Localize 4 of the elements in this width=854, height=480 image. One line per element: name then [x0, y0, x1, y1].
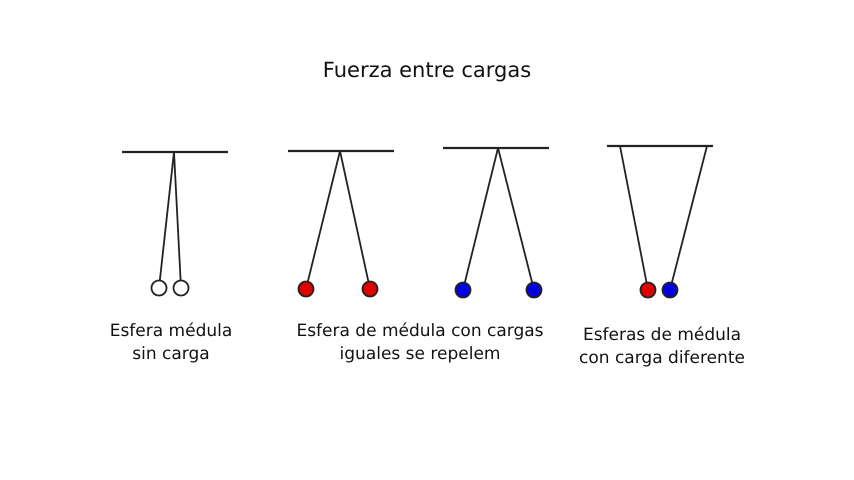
title: Fuerza entre cargas	[322, 58, 532, 82]
caption-text: Esferas de médula con carga diferente	[578, 324, 746, 370]
caption-text: Esfera de médula con cargas iguales se repelem	[295, 320, 545, 366]
caption-text: Esfera médula sin carga	[108, 320, 234, 366]
